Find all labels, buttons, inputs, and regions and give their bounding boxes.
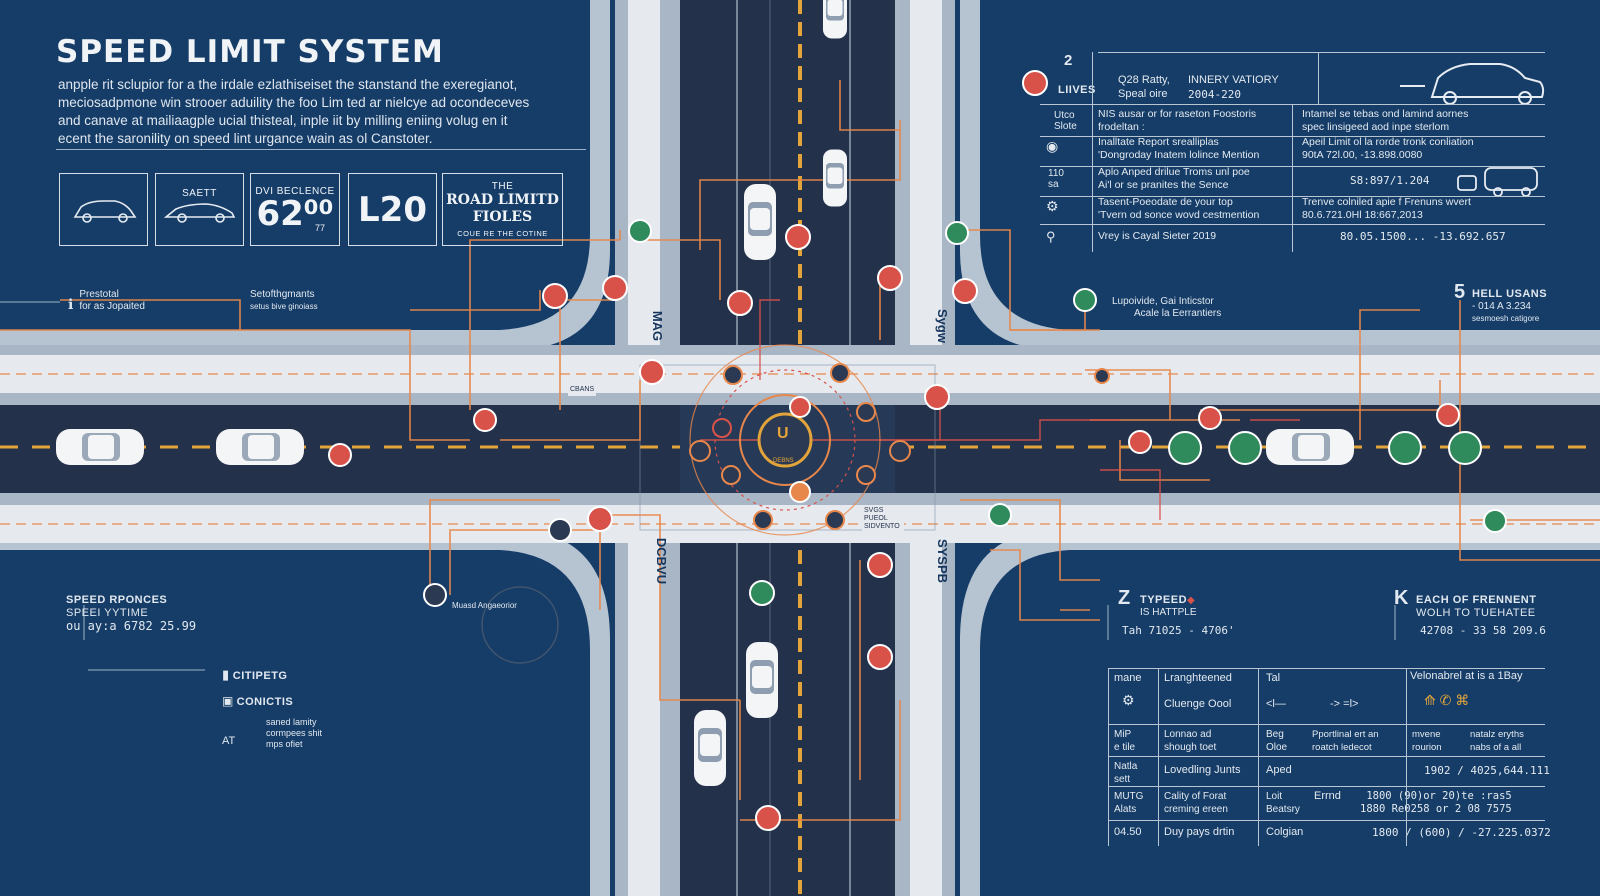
car [746,642,778,718]
stat-card-car [59,173,148,246]
intro-text: anpple rit sclupior for a the irdale ezl… [58,77,530,146]
stat-card-speed: DVI BECLENCE 62⁰⁰ 77 [250,173,340,246]
curb-sw [0,530,610,896]
car [56,429,144,465]
center-hub-label: U [777,425,789,442]
car [823,0,847,39]
road-label-sysppb: SYSPB [935,538,951,584]
car [823,149,847,207]
divider [56,149,586,150]
road-label-sygw: Sygw [934,309,950,343]
road-label-dcbvu: DCBVU [654,537,670,585]
roundabout [481,344,881,664]
road-badge: CBANS [568,384,597,396]
callout-typeed: Z TYPEED◆IS HATTPLE Tah 71025 - 4706' [1118,587,1235,637]
callout-conictis: ▣ CONICTIS [222,694,294,708]
stat-card-saett: SAETT [155,173,244,246]
car [216,429,304,465]
car-icon [73,199,136,223]
callout-citipetg: ▮ CITIPETG [222,667,288,682]
callout-speed-rponces: SPEED RPONCES SPEEI YYTIME ou ay:a 6782 … [66,594,197,633]
stat-card-road-limit: THE ROAD LIMITD FIOLES COUE RE THE COTIN… [442,173,563,246]
road-signs [328,70,1507,831]
sports-car-icon [163,203,235,223]
top-right-panel: 2 LIIVES Q28 Ratty, INNERY VATIORY Speal… [1040,52,1545,252]
center-hub-sub: DEBNS [773,458,794,464]
page-title: SPEED LIMIT SYSTEM [56,34,444,70]
car [744,184,776,260]
road-label-mag: MAG [650,310,666,342]
stat-card-limit: L20 [348,173,437,246]
car [694,710,726,786]
road-label: Muasd Angaeorior [452,601,517,610]
car [1266,429,1354,465]
bottom-right-table: mane Lranghteened Tal Velonabrel at is a… [1108,668,1551,846]
